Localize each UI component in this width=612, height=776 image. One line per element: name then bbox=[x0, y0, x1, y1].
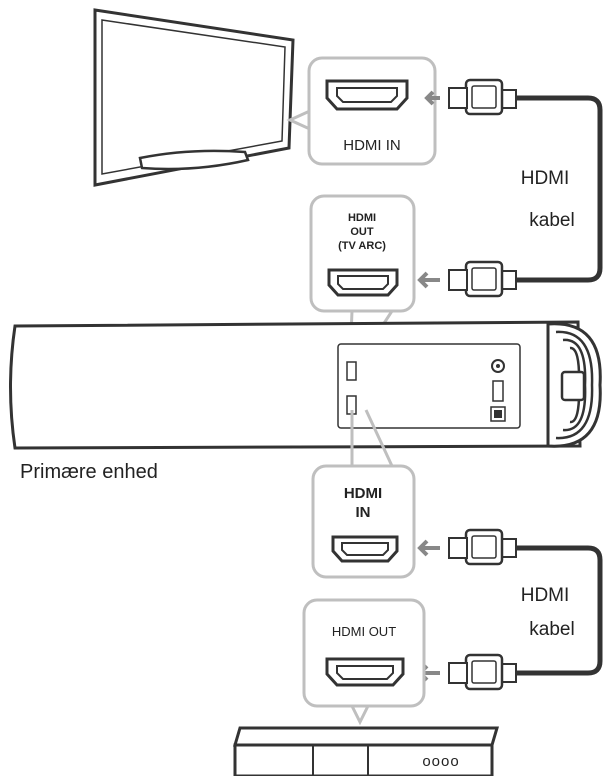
soundbar-body bbox=[9, 320, 582, 450]
lower-cable-label-line1: HDMI bbox=[521, 585, 570, 606]
out-port-line3: (TV ARC) bbox=[338, 240, 386, 252]
device-display-buttons: oooo bbox=[422, 753, 459, 770]
unit-label: Primære enhed bbox=[20, 461, 158, 483]
in-hdmi-port bbox=[331, 535, 399, 563]
lower-cable-wire bbox=[515, 545, 603, 676]
device-callout-box bbox=[302, 598, 426, 708]
lower-plug-bottom bbox=[448, 653, 517, 691]
tv-hdmi-port bbox=[325, 79, 409, 111]
in-callout-pointer bbox=[350, 409, 394, 467]
upper-cable-wire bbox=[515, 95, 603, 283]
upper-plug-bottom bbox=[448, 260, 517, 298]
soundbar-end-grill bbox=[546, 322, 602, 448]
upper-arrow-top bbox=[424, 90, 440, 106]
device-top bbox=[232, 726, 500, 747]
rear-usb-port bbox=[492, 380, 504, 402]
tv-callout-pointer bbox=[286, 108, 313, 132]
out-port-line1: HDMI bbox=[348, 212, 376, 224]
device-hdmi-port bbox=[325, 657, 405, 687]
upper-arrow-bottom bbox=[417, 271, 440, 289]
soundbar-hdmi-out-callout: HDMI OUT (TV ARC) bbox=[309, 194, 416, 363]
device-hdmi-out-callout: HDMI OUT bbox=[302, 598, 426, 726]
tv bbox=[93, 8, 295, 187]
source-device: oooo bbox=[232, 726, 500, 776]
tv-hdmi-in-callout: HDMI IN bbox=[286, 56, 437, 166]
device-front bbox=[233, 743, 494, 776]
soundbar-hdmi-in-callout: HDMI IN bbox=[311, 409, 416, 579]
rear-hdmi-out-slot bbox=[346, 361, 357, 381]
in-port-line2: IN bbox=[356, 504, 371, 521]
lower-hdmi-cable: HDMI kabel bbox=[417, 528, 603, 691]
out-port-line2: OUT bbox=[350, 226, 374, 238]
tv-port-label: HDMI IN bbox=[343, 137, 401, 154]
soundbar-rear-panel bbox=[337, 343, 521, 429]
upper-cable-label-line2: kabel bbox=[529, 210, 574, 231]
lower-plug-top bbox=[448, 528, 517, 566]
device-callout-pointer bbox=[350, 705, 370, 726]
device-port-label: HDMI OUT bbox=[332, 624, 396, 639]
soundbar: Primære enhed bbox=[9, 320, 602, 483]
upper-hdmi-cable: HDMI kabel bbox=[417, 78, 603, 298]
tv-screen-inner bbox=[101, 19, 286, 175]
upper-cable-label-line1: HDMI bbox=[521, 168, 570, 189]
lower-cable-label-line2: kabel bbox=[529, 619, 574, 640]
out-hdmi-port bbox=[327, 268, 399, 297]
in-port-line1: HDMI bbox=[344, 485, 382, 502]
tv-stand bbox=[138, 149, 250, 171]
upper-plug-top bbox=[448, 78, 517, 116]
tv-screen bbox=[93, 8, 295, 187]
lower-arrow-top bbox=[417, 539, 440, 557]
